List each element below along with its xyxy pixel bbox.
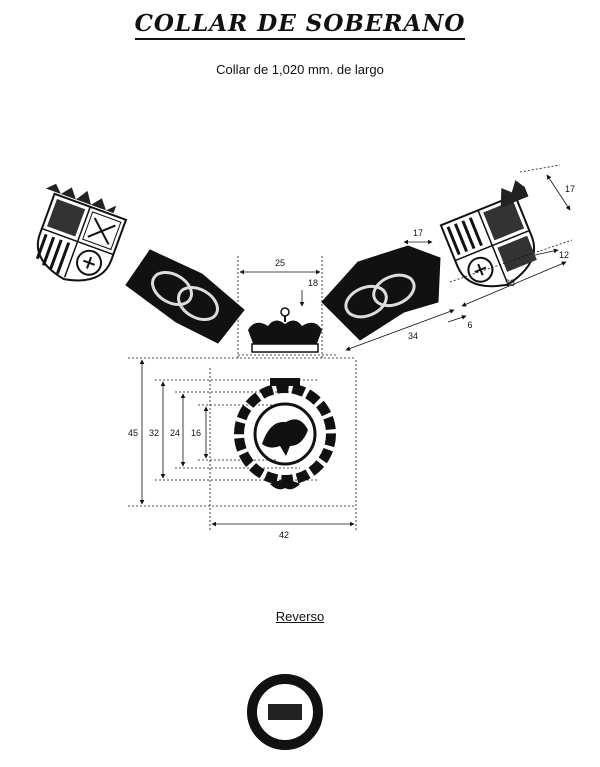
dimension-labels: 25 18 17 17 12 28 34 6 45 32 24 16 42 bbox=[128, 184, 575, 540]
left-coat-of-arms-shield bbox=[35, 183, 128, 282]
wreath-medallion bbox=[234, 378, 336, 490]
left-chain-link-plaque bbox=[125, 249, 245, 344]
dim-label-24: 24 bbox=[170, 428, 180, 438]
dim-label-25: 25 bbox=[275, 258, 285, 268]
dim-label-17-top: 17 bbox=[565, 184, 575, 194]
dim-label-16: 16 bbox=[191, 428, 201, 438]
reverse-section-label: Reverso bbox=[275, 609, 325, 624]
dim-label-18: 18 bbox=[308, 278, 318, 288]
dim-label-17-left: 17 bbox=[413, 228, 423, 238]
reverse-medallion bbox=[247, 674, 323, 750]
page-title: COLLAR DE SOBERANO bbox=[0, 10, 600, 40]
dim-label-28: 28 bbox=[505, 278, 515, 288]
dim-label-6: 6 bbox=[467, 320, 472, 330]
royal-crown bbox=[248, 307, 322, 353]
dim-label-34: 34 bbox=[408, 331, 418, 341]
right-coat-of-arms-shield bbox=[439, 180, 537, 288]
right-chain-link-plaque bbox=[321, 245, 441, 341]
collar-length-caption: Collar de 1,020 mm. de largo bbox=[216, 62, 384, 77]
dim-label-12: 12 bbox=[559, 250, 569, 260]
dim-label-32: 32 bbox=[149, 428, 159, 438]
dim-label-45: 45 bbox=[128, 428, 138, 438]
dimension-annotations bbox=[128, 164, 573, 530]
dim-label-42: 42 bbox=[279, 530, 289, 540]
